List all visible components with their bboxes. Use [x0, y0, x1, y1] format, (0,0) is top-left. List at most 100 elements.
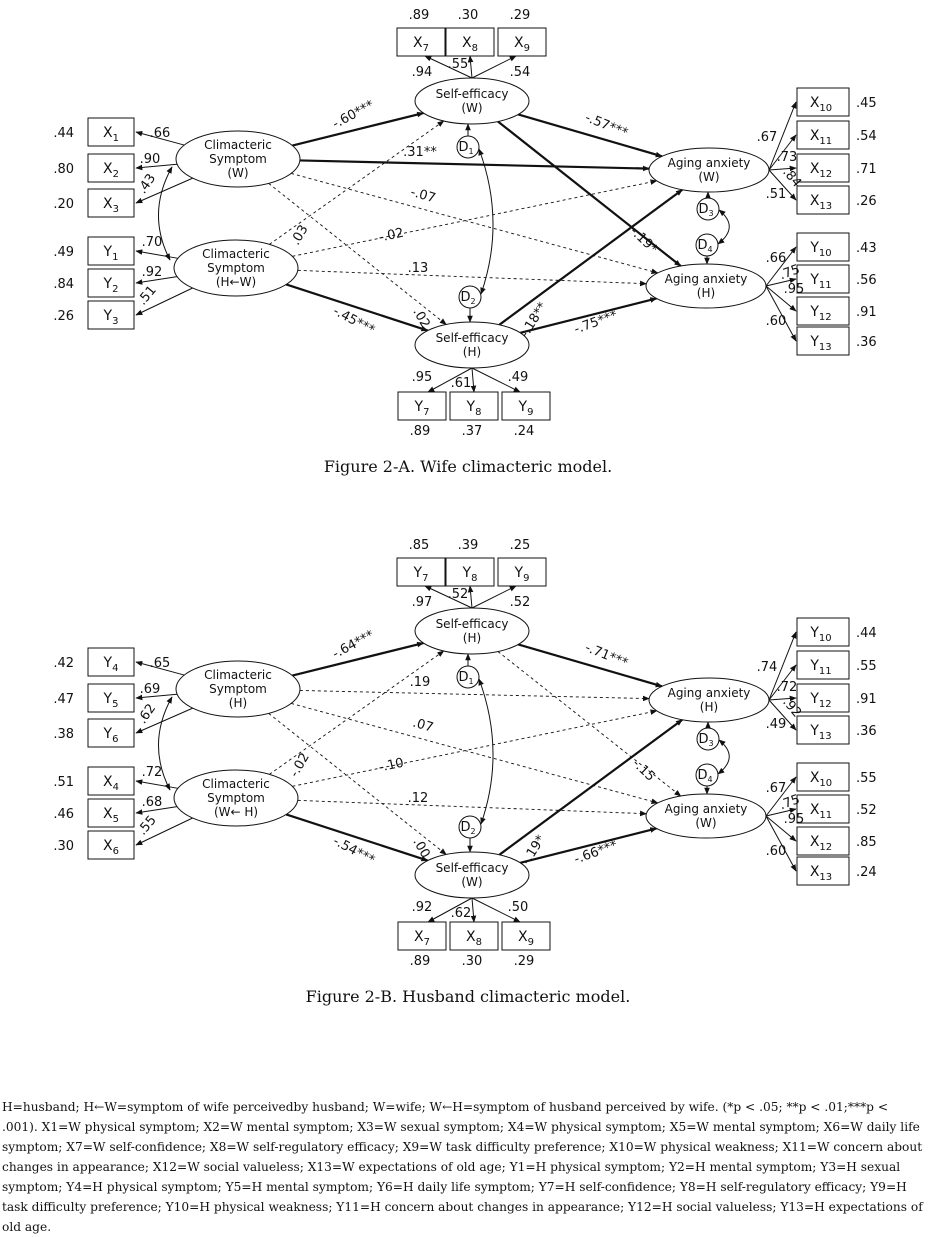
indicator-box-left1-2 [87, 683, 135, 713]
loading-left1-1: .65 [150, 656, 171, 671]
indicator-r2-bottom-2: .30 [462, 954, 483, 969]
indicator-box-top-2 [445, 557, 495, 587]
indicator-box-bottom-2 [449, 391, 499, 421]
loading-arrow-top-1 [424, 55, 473, 79]
indicator-r2-right2-3: .85 [856, 835, 877, 850]
structural-path-8 [285, 283, 429, 332]
loading-top-3: .52 [510, 595, 531, 610]
indicator-label-left2-3: X6 [103, 838, 119, 857]
loading-right1-4: .51 [766, 187, 787, 202]
indicator-box-left2-2 [87, 268, 135, 298]
structural-path-12 [520, 297, 658, 334]
self-efficacy-node-1-label: Self-efficacy [436, 617, 509, 631]
loading-right2-3: .95 [784, 282, 805, 297]
indicator-box-right1-2 [796, 650, 850, 680]
indicator-r2-top-3: .25 [510, 538, 531, 553]
footnote: H=husband; H←W=symptom of wife perceived… [2, 1100, 923, 1234]
path-coefficient-3: -.07 [409, 185, 438, 206]
indicator-label-left2-3: Y3 [103, 308, 119, 327]
indicator-box-top-3 [497, 27, 547, 57]
indicator-label-right2-2: Y11 [809, 272, 831, 291]
loading-arrow-bottom-3 [471, 367, 521, 393]
climacteric-symptom-node-2-label: (W← H) [214, 805, 258, 819]
disturbance-d4 [695, 233, 719, 257]
indicator-box-right1-2 [796, 120, 850, 150]
disturbance-d2 [458, 285, 482, 309]
loading-right2-2: .75 [778, 792, 803, 813]
path-coefficient-5: -.10 [377, 756, 405, 776]
indicator-r2-left1-1: .42 [53, 656, 74, 671]
loading-arrow-right2-2 [765, 807, 797, 817]
loading-bottom-2: .61 [451, 376, 472, 391]
self-efficacy-node-2-label: Self-efficacy [436, 331, 509, 345]
path-coefficient-5: -.02 [377, 226, 405, 246]
loading-top-1: .97 [412, 595, 433, 610]
loading-arrow-left2-2 [135, 276, 178, 285]
path-coefficient-2: .31** [403, 145, 437, 160]
indicator-r2-right2-3: .91 [856, 305, 877, 320]
path-coefficient-7: .00 [409, 836, 432, 861]
indicator-box-right2-3 [796, 826, 850, 856]
indicator-label-left1-2: X2 [103, 161, 119, 180]
indicator-r2-right2-2: .56 [856, 273, 877, 288]
indicator-r2-right2-4: .24 [856, 865, 877, 880]
self-efficacy-node-2-label: (H) [463, 345, 481, 359]
loading-arrow-bottom-2 [470, 897, 477, 923]
loading-bottom-2: .62 [451, 906, 472, 921]
indicator-r2-left2-1: .51 [53, 775, 74, 790]
indicator-r2-right1-3: .71 [856, 162, 877, 177]
structural-path-1 [292, 641, 425, 677]
structural-path-10 [497, 651, 682, 797]
indicator-box-bottom-3 [501, 391, 551, 421]
indicator-box-left1-3 [87, 718, 135, 748]
loading-right1-2: .72 [777, 680, 798, 695]
indicator-label-right2-4: X13 [810, 864, 832, 883]
disturbance-d1 [456, 665, 480, 689]
structural-path-9 [517, 113, 663, 158]
structural-path-2 [299, 689, 650, 702]
aging-anxiety-node-2-label: Aging anxiety [665, 802, 748, 816]
covariance-arc-symptoms [158, 166, 173, 261]
indicator-box-right1-3 [796, 683, 850, 713]
structural-path-12 [520, 827, 658, 864]
disturbance-d1-label: D1 [458, 670, 473, 686]
disturbance-d4 [695, 763, 719, 787]
structural-path-5 [292, 709, 658, 787]
indicator-box-right1-1 [796, 87, 850, 117]
indicator-box-right1-4 [796, 185, 850, 215]
loading-arrow-left1-1 [135, 660, 185, 676]
loading-arrow-right2-3 [765, 285, 797, 312]
indicator-r2-left1-1: .44 [53, 126, 74, 141]
loading-arrow-left2-1 [135, 249, 178, 259]
loading-left1-1: .66 [150, 126, 171, 141]
indicator-r2-left2-2: .46 [53, 807, 74, 822]
loading-arrow-top-3 [471, 585, 517, 609]
disturbance-d2-label: D2 [460, 820, 475, 836]
climacteric-symptom-node-1-label: Symptom [209, 682, 267, 696]
loading-arrow-right1-1 [768, 631, 797, 701]
loading-arrow-bottom-1 [427, 897, 473, 923]
loading-left2-2: .92 [142, 265, 163, 280]
path-coefficient-2: .19 [410, 675, 431, 690]
loading-left2-1: .72 [142, 765, 163, 780]
loading-arrow-right2-3 [765, 815, 797, 842]
indicator-label-bottom-3: Y9 [518, 399, 534, 418]
loading-arrow-right2-4 [765, 815, 797, 872]
indicator-label-bottom-2: Y8 [466, 399, 482, 418]
loading-top-1: .94 [412, 65, 433, 80]
structural-path-5 [292, 179, 658, 257]
indicator-label-left2-2: Y2 [103, 276, 119, 295]
indicator-label-right1-3: Y12 [809, 691, 831, 710]
climacteric-symptom-node-1-label: Symptom [209, 152, 267, 166]
indicator-box-left2-1 [87, 766, 135, 796]
loading-arrow-top-2 [467, 585, 474, 609]
aging-anxiety-node-1-label: (H) [700, 700, 718, 714]
indicator-r2-top-1: .85 [409, 538, 430, 553]
indicator-label-right2-3: X12 [810, 834, 832, 853]
aging-anxiety-node-2-label: (W) [695, 816, 716, 830]
disturbance-d4-label: D4 [697, 768, 712, 784]
structural-path-6 [297, 799, 648, 817]
covariance-arc-d3-d4 [717, 209, 730, 245]
loading-arrow-right2-1 [765, 776, 797, 817]
loading-arrow-bottom-3 [471, 897, 521, 923]
